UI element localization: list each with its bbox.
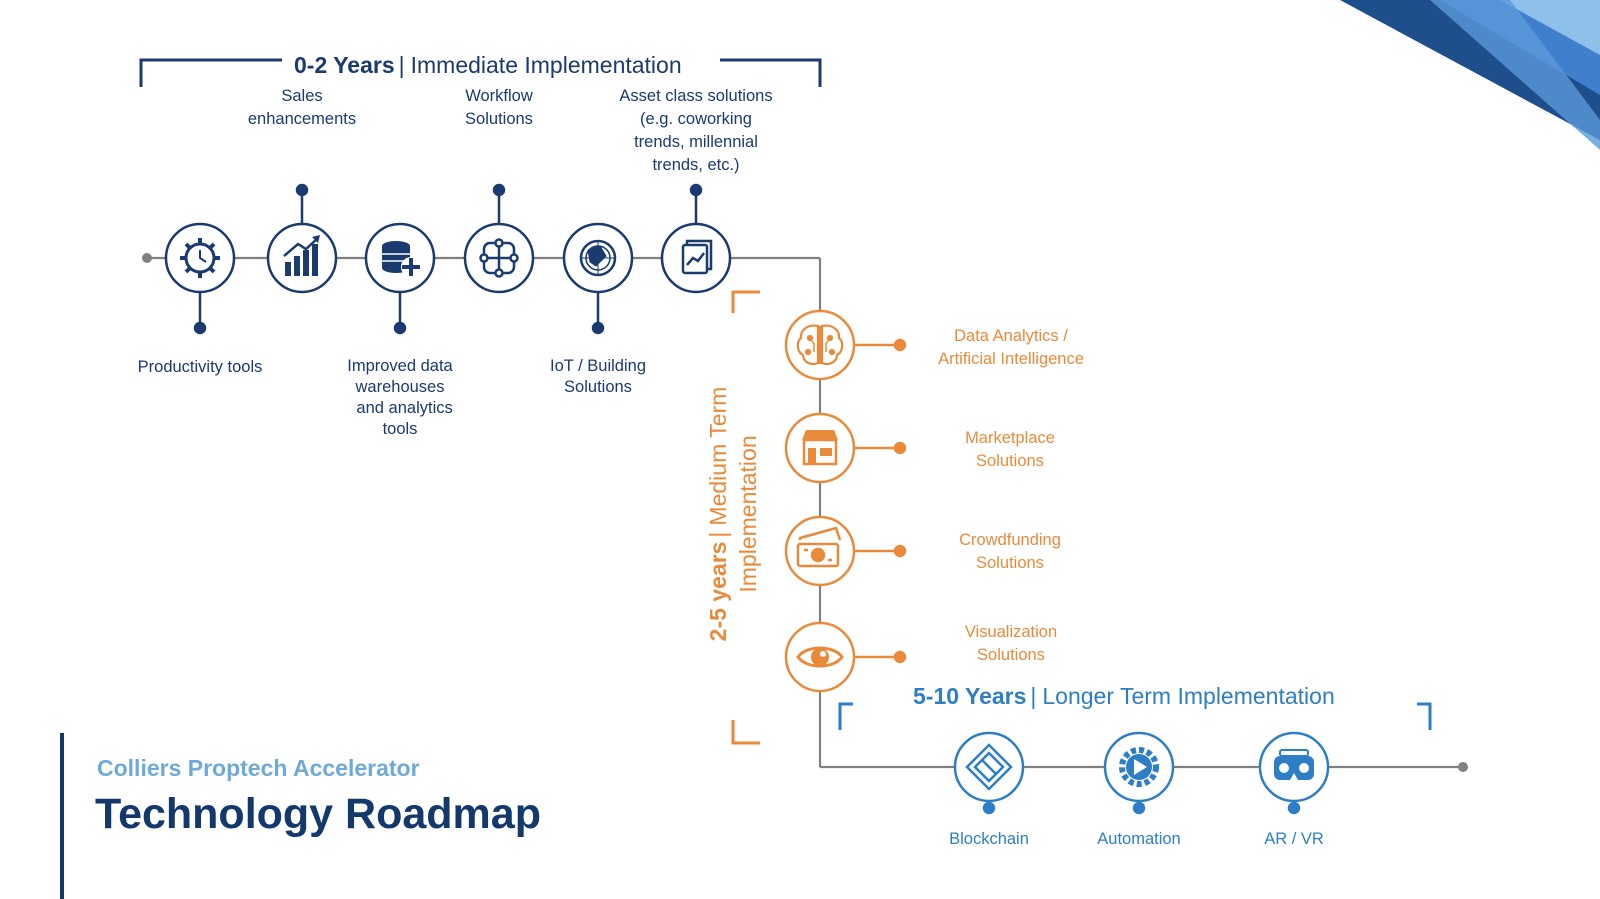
title-accent-bar <box>60 733 64 899</box>
phase3-years: 5-10 Years <box>913 683 1027 709</box>
phase3-stems <box>982 801 1301 815</box>
phase1-label: Immediate Implementation <box>410 52 682 78</box>
label-iot: IoT / Building Solutions <box>549 357 647 396</box>
phase3-header: 5-10 Years|Longer Term Implementation <box>913 683 1335 710</box>
phase2-separator: | <box>705 531 731 538</box>
label-data-analytics: Data Analytics / Artificial Intelligence <box>938 327 1084 368</box>
money-stack-icon <box>796 526 842 568</box>
globe-network-icon <box>579 239 617 277</box>
phase1-separator: | <box>398 52 405 78</box>
brain-circuit-icon <box>796 324 844 366</box>
label-ar-vr: AR / VR <box>1264 830 1324 848</box>
phase1-bracket <box>139 58 822 87</box>
phase1-years: 0-2 Years <box>294 52 395 78</box>
phase2-label-line1: Medium Term <box>705 386 731 526</box>
gear-clock-icon <box>180 238 220 278</box>
label-workflow: Workflow Solutions <box>465 87 533 128</box>
phase1-header: 0-2 Years|Immediate Implementation <box>294 52 682 79</box>
database-plus-icon <box>382 241 421 277</box>
phase2-years: 2-5 years <box>705 541 731 642</box>
phase1-stems <box>193 183 703 335</box>
label-sales-enhancements: Sales enhancements <box>247 87 357 128</box>
timeline-start-dot <box>142 253 152 263</box>
label-blockchain: Blockchain <box>949 830 1029 848</box>
label-asset-class: Asset class solutions (e.g. coworking tr… <box>619 87 773 174</box>
phase2-header: 2-5 years | Medium Term Implementation <box>703 354 773 674</box>
eye-icon <box>796 646 844 668</box>
phase2-bracket <box>731 290 760 745</box>
page-subtitle: Colliers Proptech Accelerator <box>97 755 420 781</box>
storefront-icon <box>802 430 838 466</box>
label-automation: Automation <box>1097 830 1181 848</box>
label-productivity-tools: Productivity tools <box>137 358 263 376</box>
corner-decoration <box>1340 0 1600 150</box>
phase2-label-line2: Implementation <box>735 435 761 593</box>
vr-headset-icon <box>1274 749 1314 780</box>
workflow-icon <box>479 238 519 278</box>
label-visualization: Visualization Solutions <box>964 623 1058 664</box>
report-chart-icon <box>681 239 713 275</box>
node-sales <box>266 222 338 294</box>
bar-chart-growth-icon <box>283 235 320 276</box>
phase3-label: Longer Term Implementation <box>1042 683 1335 709</box>
blockchain-cube-icon <box>965 743 1013 791</box>
timeline-end-dot <box>1458 762 1468 772</box>
page-title: Technology Roadmap <box>95 790 541 838</box>
label-marketplace: Marketplace Solutions <box>965 429 1055 470</box>
phase3-bracket <box>838 702 1432 730</box>
label-crowdfunding: Crowdfunding Solutions <box>959 531 1061 572</box>
label-data-warehouses: Improved data warehouses and analytics t… <box>347 357 453 438</box>
gear-play-icon <box>1119 747 1159 787</box>
phase2-stems <box>854 338 907 664</box>
node-asset-class <box>660 222 732 294</box>
phase3-separator: | <box>1030 683 1037 709</box>
